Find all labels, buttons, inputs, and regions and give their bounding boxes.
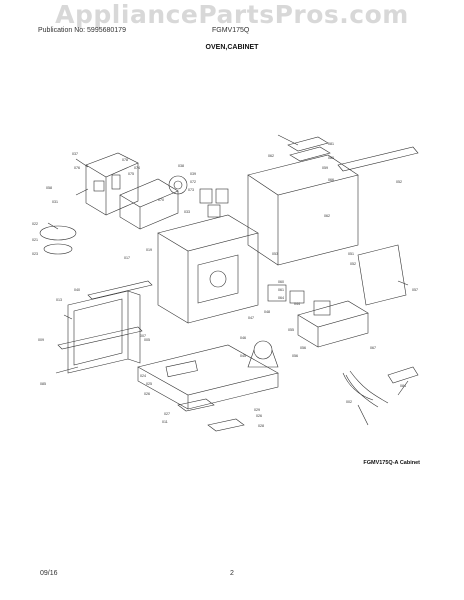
part-label: 080	[328, 156, 334, 160]
part-label: 025	[146, 382, 152, 386]
part-label: 076	[74, 166, 80, 170]
part-label: 029	[254, 408, 260, 412]
part-label: 056	[300, 346, 306, 350]
part-label: 046	[240, 336, 246, 340]
part-label: 031	[52, 200, 58, 204]
part-label: 066	[328, 178, 334, 182]
part-label: 081	[328, 142, 334, 146]
part-label: 075	[128, 172, 134, 176]
part-label: 072	[190, 180, 196, 184]
part-label: 073	[188, 188, 194, 192]
part-label: 045	[240, 354, 246, 358]
part-label: 048	[264, 310, 270, 314]
part-label: 027	[164, 412, 170, 416]
part-label: 017	[124, 256, 130, 260]
part-label: 085	[40, 382, 46, 386]
diagram-caption: FGMV175Q-A Cabinet	[363, 460, 420, 466]
part-label: 005	[144, 338, 150, 342]
part-label: 024	[140, 374, 146, 378]
publication-number: Publication No: 5995680179	[38, 27, 126, 34]
part-label: 038	[178, 164, 184, 168]
part-label: 021	[32, 238, 38, 242]
part-label: 064	[278, 296, 284, 300]
part-label: 007	[140, 334, 146, 338]
part-label: 023	[32, 252, 38, 256]
part-label: 026	[256, 414, 262, 418]
part-label: 028	[258, 424, 264, 428]
part-label: 052	[396, 180, 402, 184]
part-label: 078	[122, 158, 128, 162]
part-label: 033	[184, 210, 190, 214]
part-label: 013	[56, 298, 62, 302]
part-label: 057	[412, 288, 418, 292]
part-label: 044	[294, 302, 300, 306]
part-label: 070	[158, 198, 164, 202]
part-label: 019	[146, 248, 152, 252]
part-label: 059	[322, 166, 328, 170]
part-label: 009	[38, 338, 44, 342]
part-label: 061	[278, 288, 284, 292]
part-label: 051	[348, 252, 354, 256]
section-title: OVEN,CABINET	[205, 44, 259, 51]
part-label: 067	[370, 346, 376, 350]
exploded-parts-diagram: 037 078 076 074 075 038 039 072 073 070 …	[32, 134, 419, 432]
part-label: 002	[346, 400, 352, 404]
part-label: 047	[248, 316, 254, 320]
part-label: 026	[144, 392, 150, 396]
part-label: 039	[190, 172, 196, 176]
part-label: 062	[268, 154, 274, 158]
part-label: 011	[162, 420, 168, 424]
part-label: 062	[324, 214, 330, 218]
part-label: 053	[272, 252, 278, 256]
part-label: 074	[134, 166, 140, 170]
part-label: 055	[288, 328, 294, 332]
watermark: AppliancePartsPros.com	[55, 0, 409, 29]
part-label: 040	[74, 288, 80, 292]
page-number: 2	[230, 570, 234, 577]
model-number: FGMV175Q	[212, 27, 250, 34]
part-label: 052	[350, 262, 356, 266]
part-label: 084	[400, 384, 406, 388]
part-label: 037	[72, 152, 78, 156]
part-label: 060	[278, 280, 284, 284]
part-label: 022	[32, 222, 38, 226]
part-labels: 037 078 076 074 075 038 039 072 073 070 …	[32, 142, 418, 428]
part-label: 058	[46, 186, 52, 190]
part-label: 056	[292, 354, 298, 358]
footer-date: 09/16	[40, 570, 58, 577]
